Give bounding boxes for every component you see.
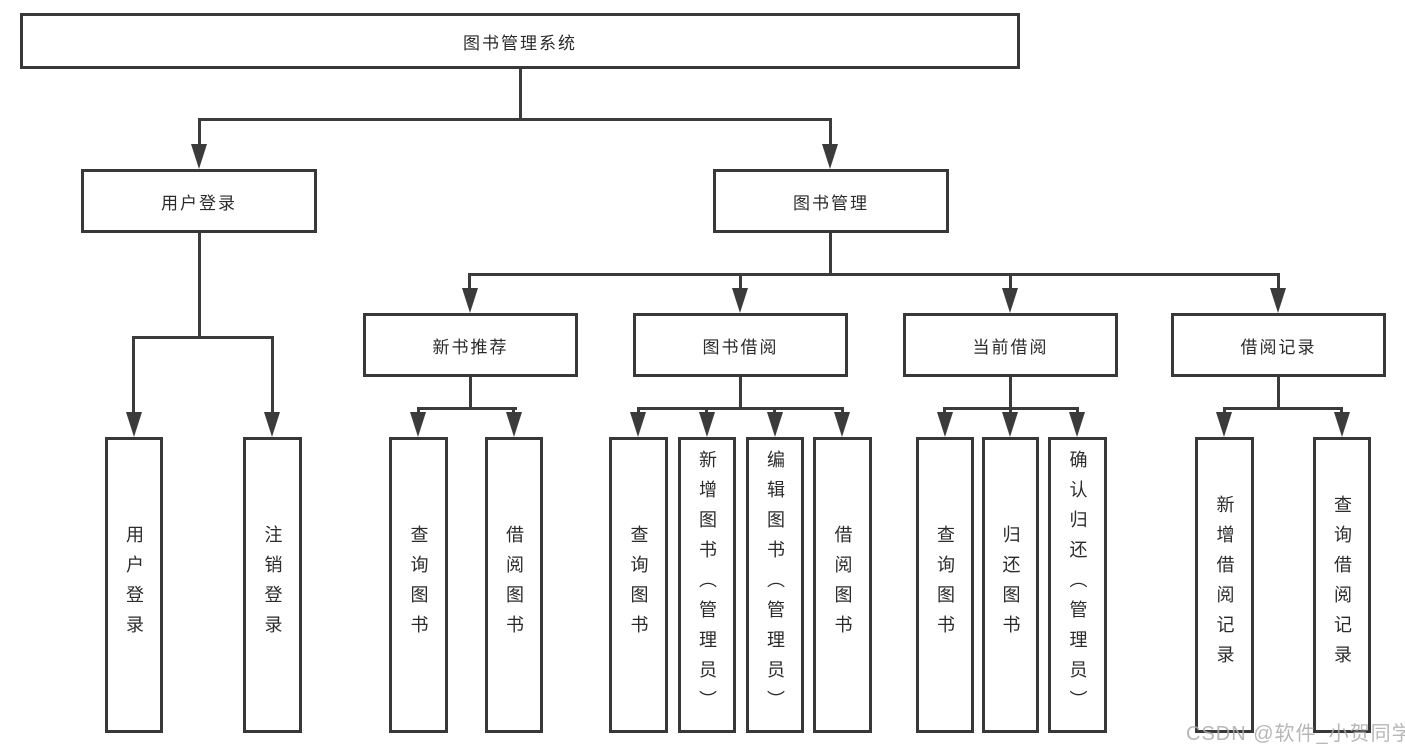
connector-line bbox=[739, 273, 742, 289]
arrow-down-icon bbox=[699, 412, 715, 437]
node-label-new-book: 新书推荐 bbox=[432, 337, 509, 357]
arrow-down-icon bbox=[767, 412, 783, 437]
node-box-root: 图书管理系统 bbox=[20, 13, 1020, 69]
node-label-root: 图书管理系统 bbox=[463, 33, 577, 53]
connector-line bbox=[1277, 273, 1280, 289]
node-label-borrow-rec: 借阅记录 bbox=[1240, 337, 1317, 357]
node-box-leaf-nb-borrow: 借阅图书 bbox=[485, 437, 543, 733]
connector-line bbox=[1277, 377, 1280, 407]
connector-line bbox=[132, 336, 135, 413]
arrow-down-icon bbox=[834, 412, 850, 437]
node-label-leaf-bb-query: 查询图书 bbox=[628, 525, 649, 645]
node-box-leaf-br-add: 新增借阅记录 bbox=[1195, 437, 1254, 733]
arrow-down-icon bbox=[1216, 412, 1232, 437]
node-box-leaf-login: 用户登录 bbox=[105, 437, 163, 733]
connector-line bbox=[198, 233, 201, 336]
node-box-leaf-cb-query: 查询图书 bbox=[916, 437, 974, 733]
connector-line bbox=[773, 407, 776, 415]
node-label-leaf-cb-return: 归还图书 bbox=[1000, 525, 1021, 645]
node-box-leaf-cb-return: 归还图书 bbox=[982, 437, 1039, 733]
node-box-new-book: 新书推荐 bbox=[363, 313, 578, 377]
node-box-book-borrow: 图书借阅 bbox=[633, 313, 848, 377]
node-box-leaf-bb-borrow: 借阅图书 bbox=[813, 437, 872, 733]
connector-line bbox=[271, 336, 274, 413]
arrow-down-icon bbox=[1002, 412, 1018, 437]
connector-line bbox=[417, 407, 517, 410]
node-label-book-mgmt: 图书管理 bbox=[793, 193, 869, 213]
connector-line bbox=[943, 407, 946, 415]
watermark: CSDN @软件_小贺同学 bbox=[1186, 723, 1405, 745]
arrow-down-icon bbox=[822, 144, 838, 169]
connector-line bbox=[637, 407, 640, 415]
node-box-borrow-rec: 借阅记录 bbox=[1171, 313, 1386, 377]
arrow-down-icon bbox=[462, 288, 478, 313]
connector-line bbox=[1076, 407, 1079, 415]
arrow-down-icon bbox=[264, 412, 280, 437]
node-label-leaf-cb-confirm: 确认归还（管理员） bbox=[1067, 450, 1088, 720]
connector-line bbox=[519, 69, 522, 118]
connector-line bbox=[1009, 377, 1012, 407]
connector-line bbox=[512, 407, 515, 415]
arrow-down-icon bbox=[1270, 288, 1286, 313]
arrow-down-icon bbox=[126, 412, 142, 437]
arrow-down-icon bbox=[1069, 412, 1085, 437]
arrow-down-icon bbox=[410, 412, 426, 437]
connector-line bbox=[469, 377, 472, 407]
node-box-leaf-logout: 注销登录 bbox=[243, 437, 302, 733]
node-label-leaf-nb-borrow: 借阅图书 bbox=[504, 525, 524, 645]
node-label-leaf-br-add: 新增借阅记录 bbox=[1214, 495, 1235, 675]
connector-line bbox=[468, 273, 1280, 276]
connector-line bbox=[1009, 407, 1012, 415]
node-box-leaf-bb-add: 新增图书（管理员） bbox=[678, 437, 736, 733]
node-box-cur-borrow: 当前借阅 bbox=[903, 313, 1118, 377]
node-label-leaf-cb-query: 查询图书 bbox=[935, 525, 955, 645]
node-label-leaf-nb-query: 查询图书 bbox=[408, 525, 429, 645]
node-box-leaf-cb-confirm: 确认归还（管理员） bbox=[1048, 437, 1107, 733]
node-label-leaf-br-query: 查询借阅记录 bbox=[1332, 495, 1352, 675]
connector-line bbox=[1340, 407, 1343, 415]
connector-line bbox=[829, 118, 832, 146]
arrow-down-icon bbox=[937, 412, 953, 437]
connector-line bbox=[198, 118, 201, 146]
node-label-leaf-login: 用户登录 bbox=[124, 525, 144, 645]
arrow-down-icon bbox=[630, 412, 646, 437]
node-box-book-mgmt: 图书管理 bbox=[713, 169, 949, 233]
arrow-down-icon bbox=[732, 288, 748, 313]
node-label-leaf-logout: 注销登录 bbox=[262, 525, 283, 645]
connector-line bbox=[132, 336, 274, 339]
connector-line bbox=[1009, 273, 1012, 289]
node-box-leaf-bb-edit: 编辑图书（管理员） bbox=[746, 437, 804, 733]
node-label-book-borrow: 图书借阅 bbox=[702, 337, 779, 357]
connector-line bbox=[705, 407, 708, 415]
arrow-down-icon bbox=[1334, 412, 1350, 437]
arrow-down-icon bbox=[191, 144, 207, 169]
node-box-leaf-br-query: 查询借阅记录 bbox=[1313, 437, 1371, 733]
node-box-leaf-bb-query: 查询图书 bbox=[609, 437, 668, 733]
connector-line bbox=[1223, 407, 1343, 410]
node-label-leaf-bb-add: 新增图书（管理员） bbox=[697, 450, 717, 720]
connector-line bbox=[739, 377, 742, 407]
arrow-down-icon bbox=[506, 412, 522, 437]
connector-line bbox=[468, 273, 471, 289]
node-label-user-login: 用户登录 bbox=[161, 193, 237, 213]
node-box-user-login: 用户登录 bbox=[81, 169, 317, 233]
node-label-leaf-bb-borrow: 借阅图书 bbox=[832, 525, 853, 645]
connector-line bbox=[637, 407, 844, 410]
node-label-leaf-bb-edit: 编辑图书（管理员） bbox=[765, 450, 785, 720]
connector-line bbox=[198, 118, 832, 121]
connector-line bbox=[1223, 407, 1226, 415]
arrow-down-icon bbox=[1002, 288, 1018, 313]
node-box-leaf-nb-query: 查询图书 bbox=[389, 437, 448, 733]
connector-line bbox=[829, 233, 832, 273]
node-label-cur-borrow: 当前借阅 bbox=[972, 337, 1049, 357]
connector-line bbox=[841, 407, 844, 415]
connector-line bbox=[417, 407, 420, 415]
